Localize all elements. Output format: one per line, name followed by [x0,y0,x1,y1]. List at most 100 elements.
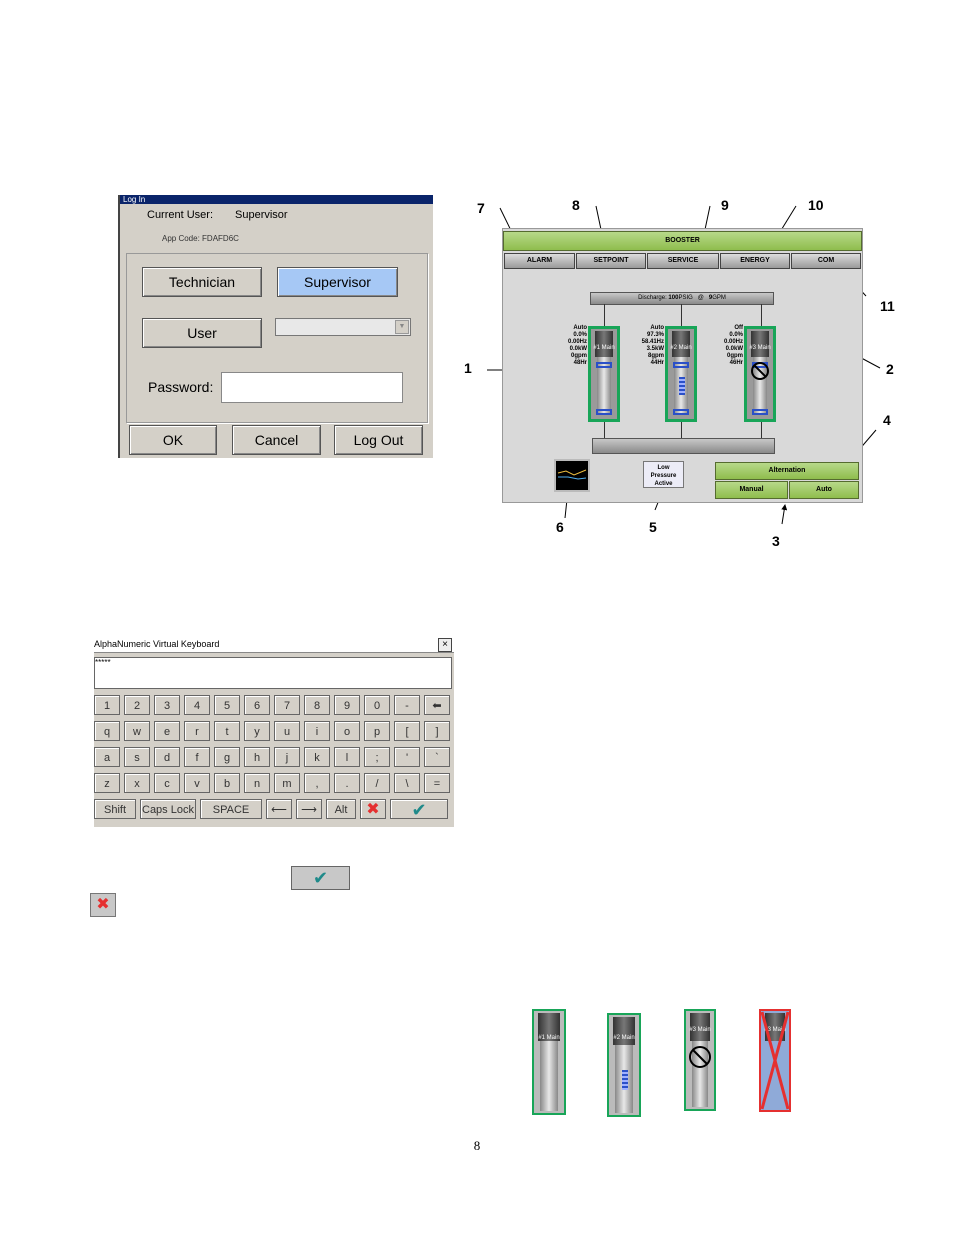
key-row4-3[interactable]: v [184,773,210,793]
key-row4-5[interactable]: n [244,773,270,793]
discharge-at: @ [697,295,704,301]
key-row1-11[interactable]: ⬅ [424,695,450,715]
key-row3-0[interactable]: a [94,747,120,767]
key-row3-11[interactable]: ` [424,747,450,767]
key-row1-7[interactable]: 8 [304,695,330,715]
alarm-button[interactable]: ALARM [504,253,575,269]
right-arrow-key[interactable]: ⟶ [296,799,322,819]
key-row2-6[interactable]: u [274,721,300,741]
pump1-button[interactable]: #1 Main [588,326,620,422]
key-row4-4[interactable]: b [214,773,240,793]
shift-key[interactable]: Shift [94,799,136,819]
pump3-button[interactable]: #3 Main [744,326,776,422]
key-row4-10[interactable]: \ [394,773,420,793]
key-row1-3[interactable]: 4 [184,695,210,715]
key-row4-6[interactable]: m [274,773,300,793]
keyboard-text-field[interactable]: ***** [94,657,452,689]
key-row3-6[interactable]: j [274,747,300,767]
cancel-button[interactable]: Cancel [232,425,321,455]
key-row2-1[interactable]: w [124,721,150,741]
key-row1-1[interactable]: 2 [124,695,150,715]
key-row4-11[interactable]: = [424,773,450,793]
auto-button[interactable]: Auto [789,481,859,499]
key-row1-8[interactable]: 9 [334,695,360,715]
connector [761,304,762,326]
key-row2-0[interactable]: q [94,721,120,741]
stat-hours: 48Hr [573,360,587,366]
key-row3-8[interactable]: l [334,747,360,767]
key-row1-5[interactable]: 6 [244,695,270,715]
key-row4-9[interactable]: / [364,773,390,793]
technician-button[interactable]: Technician [142,267,262,297]
ok-button[interactable]: OK [129,425,217,455]
key-row3-2[interactable]: d [154,747,180,767]
key-row1-6[interactable]: 7 [274,695,300,715]
current-user-value: Supervisor [235,209,288,221]
callout-6: 6 [556,519,564,535]
caps-lock-key[interactable]: Caps Lock [140,799,196,819]
stat-speed: 0.0% [573,332,587,338]
stat-speed: 0.0% [729,332,743,338]
alt-key[interactable]: Alt [326,799,356,819]
key-row2-10[interactable]: [ [394,721,420,741]
user-select[interactable]: ▼ [275,318,411,336]
stat-flow: 8gpm [647,353,664,359]
key-row3-1[interactable]: s [124,747,150,767]
key-row3-7[interactable]: k [304,747,330,767]
com-button[interactable]: COM [791,253,861,269]
key-row2-5[interactable]: y [244,721,270,741]
cancel-key-icon[interactable]: ✖ [360,799,386,819]
key-row4-7[interactable]: , [304,773,330,793]
key-row4-0[interactable]: z [94,773,120,793]
stat-power: 0.0kW [725,346,743,352]
stat-flow: 0gpm [726,353,743,359]
key-row4-2[interactable]: c [154,773,180,793]
low-pressure-indicator[interactable]: Low Pressure Active [643,461,684,488]
supervisor-button[interactable]: Supervisor [277,267,398,297]
stat-freq: 0.00Hz [567,339,587,345]
low-pressure-line: Pressure [650,473,677,479]
space-key[interactable]: SPACE [200,799,262,819]
key-row2-3[interactable]: r [184,721,210,741]
password-field[interactable] [221,372,403,403]
energy-button[interactable]: ENERGY [720,253,790,269]
key-row2-7[interactable]: i [304,721,330,741]
left-arrow-key[interactable]: ⟵ [266,799,292,819]
close-icon[interactable]: × [438,638,452,652]
callout-5: 5 [649,519,657,535]
key-row1-10[interactable]: - [394,695,420,715]
setpoint-button[interactable]: SETPOINT [576,253,646,269]
service-button[interactable]: SERVICE [647,253,719,269]
alternation-button[interactable]: Alternation [715,462,859,480]
key-row1-0[interactable]: 1 [94,695,120,715]
pump2-button[interactable]: #2 Main [665,326,697,422]
key-row3-9[interactable]: ; [364,747,390,767]
key-row2-2[interactable]: e [154,721,180,741]
pump-head [690,1013,710,1041]
key-row2-4[interactable]: t [214,721,240,741]
key-row4-8[interactable]: . [334,773,360,793]
pump-head [672,331,690,357]
stat-hours: 46Hr [729,360,743,366]
trend-chart-button[interactable] [554,459,590,492]
key-row1-4[interactable]: 5 [214,695,240,715]
key-row3-10[interactable]: ' [394,747,420,767]
key-row3-4[interactable]: g [214,747,240,767]
stat-flow: 0gpm [570,353,587,359]
pump-state-fault: #3 Main [759,1009,791,1112]
key-row3-5[interactable]: h [244,747,270,767]
key-row1-2[interactable]: 3 [154,695,180,715]
user-button[interactable]: User [142,318,262,348]
key-row3-3[interactable]: f [184,747,210,767]
ok-key-icon[interactable]: ✔ [390,799,448,820]
callout-9: 9 [721,197,729,213]
key-row2-9[interactable]: p [364,721,390,741]
key-row2-11[interactable]: ] [424,721,450,741]
key-row4-1[interactable]: x [124,773,150,793]
logout-button[interactable]: Log Out [334,425,423,455]
key-row1-9[interactable]: 0 [364,695,390,715]
manual-button[interactable]: Manual [715,481,788,499]
key-row2-8[interactable]: o [334,721,360,741]
